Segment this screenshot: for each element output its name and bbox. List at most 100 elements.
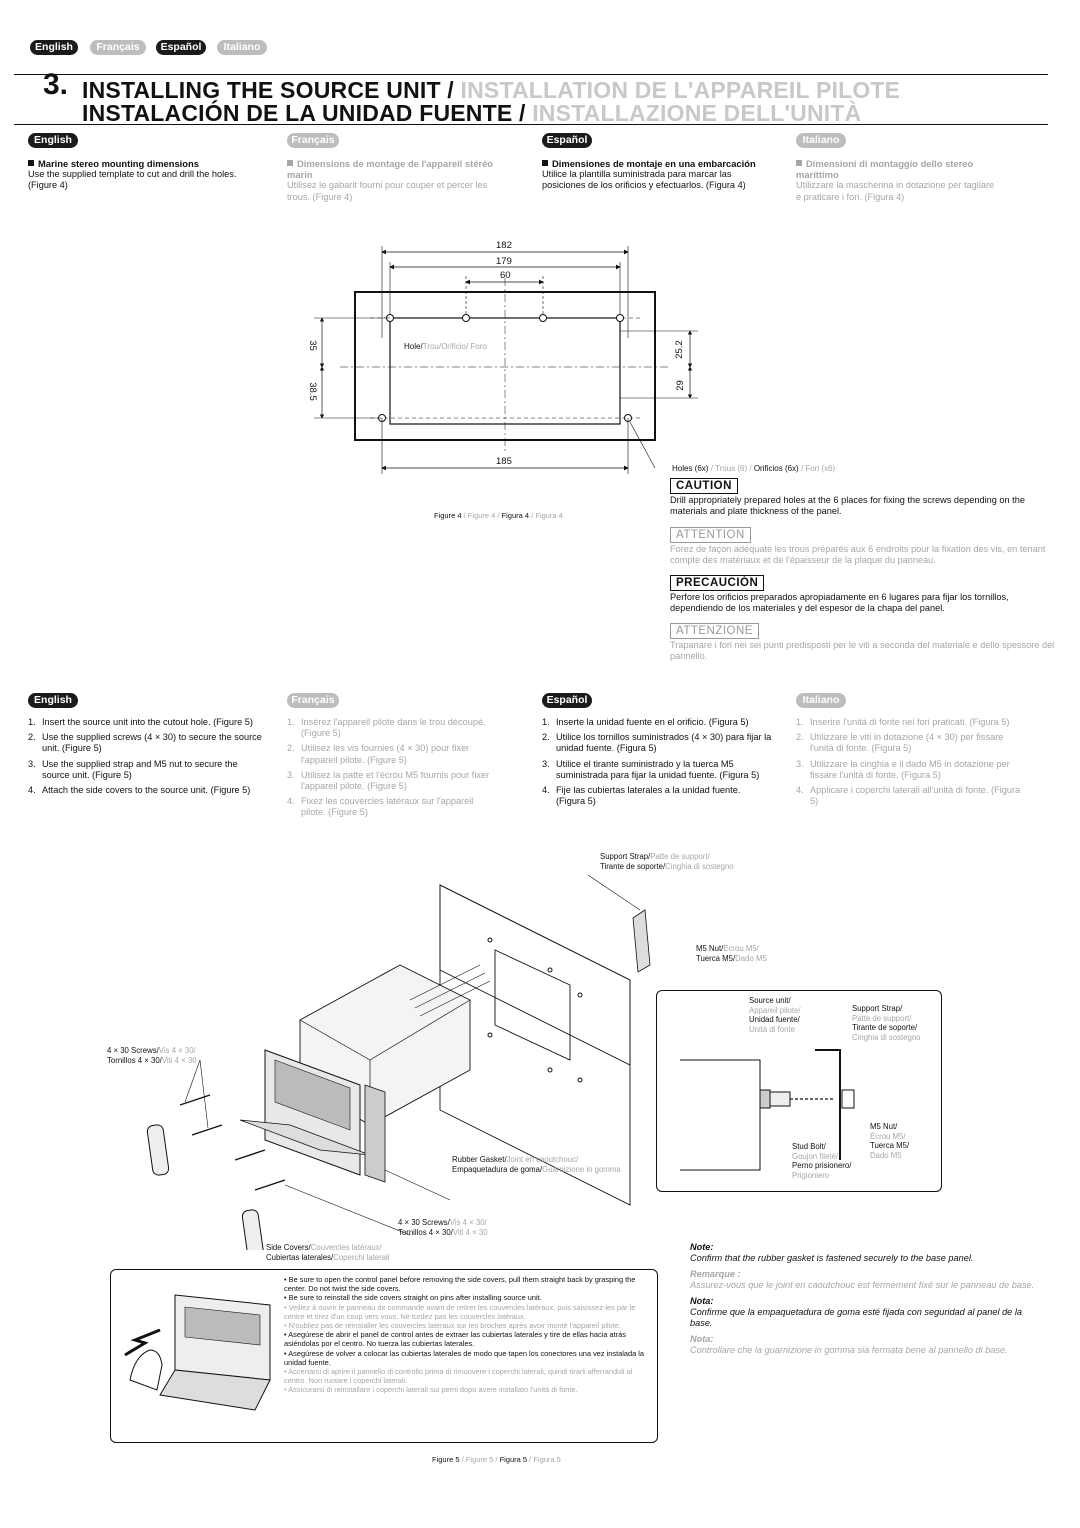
detail-stud-bolt: Stud Bolt/Goujon fileté/ Perno prisioner… (792, 1142, 852, 1180)
sidecover-notes-box (110, 1269, 658, 1443)
dims-col-it: Dimensioni di montaggio dello stereo mar… (796, 158, 996, 203)
notes-block: Note:Confirm that the rubber gasket is f… (690, 1242, 1040, 1356)
title-en: INSTALLING THE SOURCE UNIT / (82, 77, 454, 103)
dims-col-en: Marine stereo mounting dimensions Use th… (28, 158, 263, 192)
step-item: 2.Utilisez les vis fournies (4 × 30) pou… (287, 743, 470, 765)
dims-body-it: Utilizzare la mascherina in dotazione pe… (796, 180, 995, 202)
figure5-drawing (146, 874, 651, 1250)
tab-italiano[interactable]: Italiano (217, 40, 267, 55)
step-item: 1.Insert the source unit into the cutout… (28, 717, 253, 727)
caution-fr: ATTENTION Forez de façon adéquate les tr… (670, 527, 1058, 575)
dims-tab-en: English (28, 133, 78, 148)
steps-tab-es: Español (542, 693, 592, 708)
note-fr: Remarque :Assurez-vous que le joint en c… (690, 1269, 1035, 1290)
label-rubber-gasket: Rubber Gasket/Joint en caoutchouc/ Empaq… (452, 1155, 621, 1174)
section-number: 3. (43, 68, 69, 101)
step-item: 4.Attach the side covers to the source u… (28, 785, 251, 796)
title-rule-top (14, 74, 1048, 75)
steps-fr: 1.Insérez l'appareil pilote dans le trou… (287, 717, 492, 823)
step-item: 4.Fixez les couvercles latéraux sur l'ap… (287, 796, 474, 818)
dims-tab-es: Español (542, 133, 592, 148)
label-screws-upper: 4 × 30 Screws/Vis 4 × 30/ Tornillos 4 × … (107, 1046, 197, 1065)
label-m5-nut: M5 Nut/Écrou M5/ Tuerca M5/Dado M5 (696, 944, 767, 963)
dim-182: 182 (496, 240, 512, 251)
steps-en: 1.Insert the source unit into the cutout… (28, 717, 263, 800)
note-bullet: • Assicurarsi di reinstallare i coperchi… (284, 1385, 578, 1395)
dims-tab-it: Italiano (796, 133, 846, 148)
dims-heading-it: Dimensioni di montaggio dello stereo mar… (796, 158, 974, 181)
tab-english[interactable]: English (30, 40, 78, 55)
step-item: 1.Insérez l'appareil pilote dans le trou… (287, 717, 486, 739)
detail-source-unit: Source unit/Appareil pilote/ Unidad fuen… (749, 996, 801, 1034)
note-es: Nota:Confirme que la empaquetadura de go… (690, 1296, 1022, 1328)
step-item: 1.Inserire l'unità di fonte nei fori pra… (796, 717, 1010, 727)
page-title-line1: INSTALLING THE SOURCE UNIT / INSTALLATIO… (82, 77, 900, 104)
dim-25-2: 25.2 (673, 340, 685, 359)
step-item: 1.Inserte la unidad fuente en el orifici… (542, 717, 749, 727)
label-support-strap: Support Strap/Patte de support/ Tirante … (600, 852, 734, 871)
steps-tab-en: English (28, 693, 78, 708)
dim-38-5: 38.5 (306, 382, 318, 401)
step-item: 3.Utilizzare la cinghia e il dado M5 in … (796, 758, 1010, 780)
caution-label: ATTENTION (670, 527, 751, 543)
step-item: 2.Utilice los tornillos suministrados (4… (542, 732, 772, 754)
figure5-caption: Figure 5 / Figure 5 / Figura 5 / Figura … (432, 1455, 561, 1464)
dim-29: 29 (674, 380, 686, 391)
figure4-drawing (314, 246, 698, 474)
step-item: 3.Use the supplied strap and M5 nut to s… (28, 758, 238, 780)
note-bullet: • N'oubliez pas de réinstaller les couve… (284, 1321, 621, 1331)
figure4-caption: Figure 4 / Figure 4 / Figura 4 / Figura … (434, 511, 563, 520)
steps-tab-it: Italiano (796, 693, 846, 708)
hole-marker (616, 314, 624, 322)
note-it: Nota:Controllare che la guarnizione in g… (690, 1334, 1008, 1355)
note-bullet: • Be sure to reinstall the side covers s… (284, 1293, 542, 1303)
step-item: 4.Fije las cubiertas laterales a la unid… (542, 785, 741, 807)
caution-text: Perfore los orificios preparados apropia… (670, 592, 1009, 614)
holes-label: Holes (6x) / Trous (6) / Orificios (6x) … (672, 464, 836, 473)
detail-drawing (680, 1049, 855, 1171)
sidecover-notes: • Be sure to open the control panel befo… (284, 1275, 646, 1395)
dims-tab-fr: Français (287, 133, 339, 148)
hole-label: Hole/Trou/Orificio/ Foro (404, 342, 487, 351)
title-it: INSTALLAZIONE DELL'UNITÀ (532, 100, 862, 126)
note-bullet: • Veillez à ouvrir le panneau de command… (284, 1302, 636, 1321)
hand-removal-illustration (124, 1294, 271, 1411)
caution-text: Drill appropriately prepared holes at th… (670, 495, 1025, 517)
tab-espanol[interactable]: Español (156, 40, 206, 55)
hole-marker (462, 314, 470, 322)
dim-179: 179 (496, 256, 512, 267)
tab-francais[interactable]: Français (90, 40, 146, 55)
note-bullet: • Asegúrese de abrir el panel de control… (284, 1330, 626, 1349)
label-side-covers: Side Covers/Couvercles latéraux/ Cubiert… (266, 1243, 390, 1262)
dims-col-fr: Dimensions de montage de l'appareil stér… (287, 158, 512, 203)
caution-text: Trapanare i fori nei sei punti predispos… (670, 640, 1055, 662)
note-bullet: • Asegúrese de volver a colocar las cubi… (284, 1348, 645, 1367)
caution-es: PRECAUCIÓN Perfore los orificios prepara… (670, 575, 1058, 623)
title-rule-bottom (14, 124, 1048, 125)
steps-es: 1.Inserte la unidad fuente en el orifici… (542, 717, 772, 811)
steps-tab-fr: Français (287, 693, 339, 708)
note-en: Note:Confirm that the rubber gasket is f… (690, 1242, 974, 1263)
title-es: INSTALACIÓN DE LA UNIDAD FUENTE / (82, 100, 526, 126)
caution-en: CAUTION Drill appropriately prepared hol… (670, 478, 1058, 527)
dims-body-en: Use the supplied template to cut and dri… (28, 169, 237, 191)
page-title-line2: INSTALACIÓN DE LA UNIDAD FUENTE / INSTAL… (82, 100, 861, 127)
detail-support-strap: Support Strap/Patte de support/ Tirante … (852, 1004, 921, 1042)
cautions-block: CAUTION Drill appropriately prepared hol… (670, 478, 1058, 663)
dim-185: 185 (496, 456, 512, 467)
note-bullet: • Be sure to open the control panel befo… (284, 1275, 636, 1294)
detail-m5-nut: M5 Nut/Écrou M5/ Tuerca M5/Dado M5 (870, 1122, 910, 1160)
step-item: 2.Utilizzare le viti in dotazione (4 × 3… (796, 732, 1004, 754)
caution-text: Forez de façon adéquate les trous prépar… (670, 544, 1046, 566)
step-item: 2.Use the supplied screws (4 × 30) to se… (28, 732, 262, 754)
dim-35: 35 (306, 340, 318, 351)
steps-it: 1.Inserire l'unità di fonte nei fori pra… (796, 717, 1021, 811)
step-item: 3.Utilice el tirante suministrado y la t… (542, 758, 760, 780)
step-item: 3.Utilisez la patte et l'écrou M5 fourni… (287, 769, 490, 792)
caution-label: CAUTION (670, 478, 738, 494)
detail-inset (656, 990, 942, 1192)
dims-body-es: Utilice la plantilla suministrada para m… (542, 169, 746, 191)
hole-marker (539, 314, 547, 322)
note-bullet: • Accertarsi di aprire il pannello di co… (284, 1367, 633, 1386)
title-fr: INSTALLATION DE L'APPAREIL PILOTE (460, 77, 901, 103)
